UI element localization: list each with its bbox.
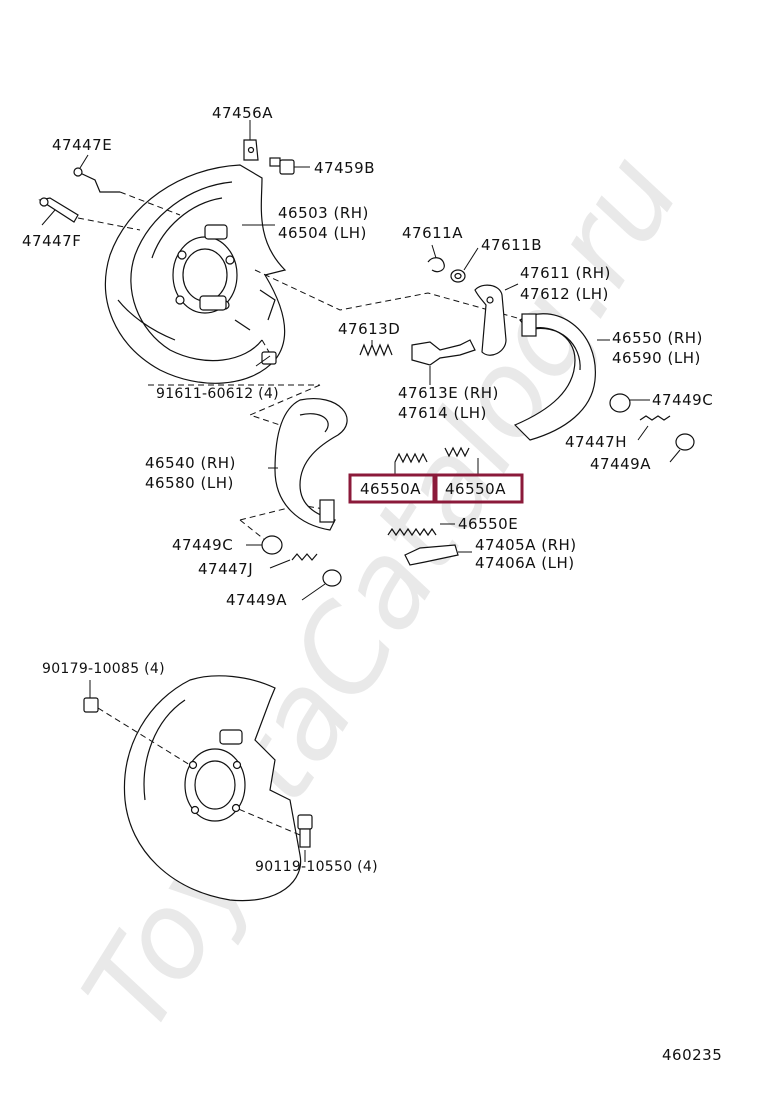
cap-47449A-right	[669, 433, 695, 463]
label-46504: 46504 (LH)	[278, 224, 367, 242]
label-46540: 46540 (RH)	[145, 454, 236, 472]
highlight-box-46550A-2	[434, 473, 524, 504]
spring-46550E	[387, 523, 455, 537]
label-46503: 46503 (RH)	[278, 204, 369, 222]
label-47449A-right: 47449A	[590, 455, 651, 473]
label-91611: 91611-60612 (4)	[156, 386, 279, 402]
spring-47613D	[359, 340, 393, 357]
guide-line-4	[239, 519, 266, 541]
cap-47449C-right	[609, 393, 650, 413]
cap-47449A-left	[301, 569, 342, 601]
clip-47611A	[427, 244, 445, 273]
bolt-90119	[297, 814, 313, 862]
strut-47613E	[411, 339, 476, 385]
label-47449C-right: 47449C	[652, 391, 713, 409]
clip-47447E	[73, 154, 181, 216]
label-90119: 90119-10550 (4)	[255, 859, 378, 875]
cap-47449C-left	[246, 535, 283, 555]
label-47613E: 47613E (RH)	[398, 384, 499, 402]
diagram-code: 460235	[662, 1046, 722, 1064]
spring-46550A-pair	[394, 446, 479, 474]
backing-plate-illustration	[104, 164, 287, 384]
label-47614: 47614 (LH)	[398, 404, 487, 422]
brake-shoe-46550	[513, 313, 610, 441]
label-46550A-2[interactable]: 46550A	[445, 480, 506, 498]
label-47449C-left: 47449C	[172, 536, 233, 554]
label-46550A-1[interactable]: 46550A	[360, 480, 421, 498]
lever-47611	[474, 283, 519, 356]
label-46550E: 46550E	[458, 515, 518, 533]
label-47611A: 47611A	[402, 224, 463, 242]
label-47447H: 47447H	[565, 433, 627, 451]
bracket-47456A	[243, 120, 259, 161]
nut-90179	[83, 680, 99, 713]
guide-line-2	[248, 384, 321, 431]
dust-cover-illustration	[97, 675, 302, 902]
label-47613D: 47613D	[338, 320, 400, 338]
washer-47611B	[450, 247, 479, 283]
label-47405A: 47405A (RH)	[475, 536, 577, 554]
label-90179: 90179-10085 (4)	[42, 661, 165, 677]
label-47456A: 47456A	[212, 104, 273, 122]
label-47447F: 47447F	[22, 232, 81, 250]
spring-47447J	[269, 553, 318, 569]
label-47447E: 47447E	[52, 136, 112, 154]
label-47611: 47611 (RH)	[520, 264, 611, 282]
adjuster-47405A	[404, 544, 472, 566]
label-46590: 46590 (LH)	[612, 349, 701, 367]
bolt-47459B	[269, 157, 310, 175]
highlight-box-46550A-1	[348, 473, 436, 504]
label-47406A: 47406A (LH)	[475, 554, 575, 572]
spring-47447H	[637, 415, 671, 441]
label-46580: 46580 (LH)	[145, 474, 234, 492]
label-47447J: 47447J	[198, 560, 253, 578]
brake-shoe-46540	[268, 398, 348, 531]
bolt-47447F	[38, 197, 141, 231]
label-47459B: 47459B	[314, 159, 375, 177]
label-46550: 46550 (RH)	[612, 329, 703, 347]
label-47611B: 47611B	[481, 236, 542, 254]
label-47449A-left: 47449A	[226, 591, 287, 609]
bolt-91611	[148, 339, 320, 386]
label-47612: 47612 (LH)	[520, 285, 609, 303]
